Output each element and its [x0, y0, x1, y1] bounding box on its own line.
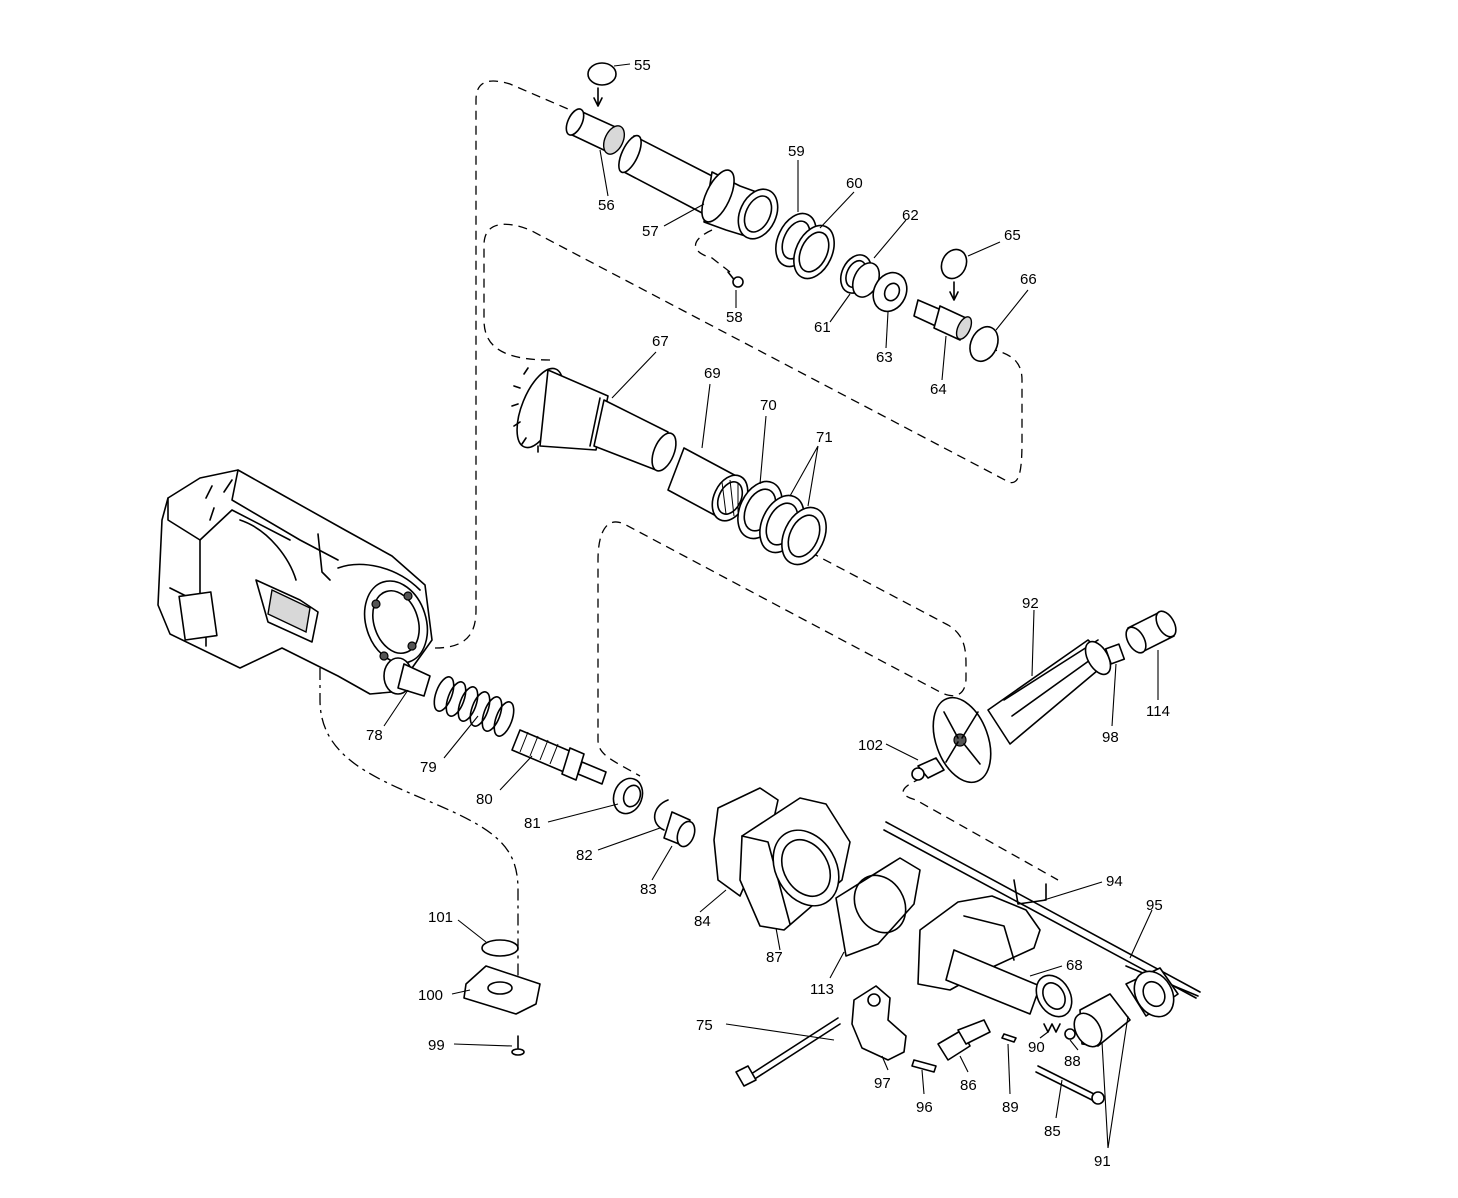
- label-60: 60: [846, 175, 863, 192]
- part-78-shaft-end: [383, 657, 431, 697]
- label-58: 58: [726, 309, 743, 326]
- part-97-clamp: [851, 985, 907, 1061]
- part-66-oring: [969, 325, 999, 363]
- assembly-path-gear-loop: [597, 521, 967, 777]
- label-95: 95: [1146, 897, 1163, 914]
- label-91: 91: [1094, 1153, 1111, 1170]
- label-85: 85: [1044, 1123, 1061, 1140]
- label-79: 79: [420, 759, 437, 776]
- label-68: 68: [1066, 957, 1083, 974]
- part-100-plate: [463, 965, 541, 1015]
- part-82-circlip: [653, 799, 669, 831]
- label-61: 61: [814, 319, 831, 336]
- part-71-washers: [759, 494, 827, 566]
- label-78: 78: [366, 727, 383, 744]
- part-55-oring: [587, 62, 617, 107]
- label-70: 70: [760, 397, 777, 414]
- part-90-spring: [1043, 1023, 1061, 1033]
- label-71: 71: [816, 429, 833, 446]
- label-65: 65: [1004, 227, 1021, 244]
- part-75-bolt: [735, 1017, 841, 1087]
- label-80: 80: [476, 791, 493, 808]
- part-61-62-bearing: [839, 254, 881, 298]
- label-86: 86: [960, 1077, 977, 1094]
- assembly-path-base: [319, 668, 519, 1010]
- part-89-pin: [1001, 1033, 1017, 1043]
- label-83: 83: [640, 881, 657, 898]
- label-97: 97: [874, 1075, 891, 1092]
- part-60-washer: [793, 224, 835, 280]
- part-68-cylinder-housing: [917, 895, 1073, 1018]
- label-55: 55: [634, 57, 651, 74]
- part-57-sleeve: [618, 134, 779, 240]
- part-85-screw: [1035, 1065, 1105, 1105]
- part-67-spindle: [511, 367, 677, 472]
- leader-lines: [383, 63, 1159, 1149]
- part-81-bearing: [612, 777, 644, 815]
- part-92-side-handle: [932, 639, 1112, 784]
- part-65-oring: [940, 248, 968, 301]
- part-101-oring: [481, 939, 519, 957]
- part-99-screw: [511, 1035, 525, 1056]
- assembly-path-sleeve-to-screw: [694, 229, 731, 273]
- part-102-stud: [911, 757, 945, 781]
- label-102: 102: [858, 737, 883, 754]
- part-79-spring: [433, 676, 515, 737]
- label-114: 114: [1146, 703, 1170, 720]
- part-64-bit-holder: [913, 299, 973, 341]
- label-62: 62: [902, 207, 919, 224]
- gear-housing: [157, 469, 433, 695]
- label-67: 67: [652, 333, 669, 350]
- label-113: 113: [810, 981, 834, 998]
- assembly-path-spindle-loop: [483, 223, 1023, 484]
- label-66: 66: [1020, 271, 1037, 288]
- label-56: 56: [598, 197, 615, 214]
- part-63-washer: [872, 271, 908, 313]
- part-56-cap: [565, 108, 626, 155]
- part-114-cap: [1125, 610, 1177, 654]
- label-98: 98: [1102, 729, 1119, 746]
- label-92: 92: [1022, 595, 1039, 612]
- part-58-screw: [727, 271, 744, 288]
- label-81: 81: [524, 815, 541, 832]
- label-59: 59: [788, 143, 805, 160]
- assembly-path-upper: [434, 80, 576, 649]
- label-90: 90: [1028, 1039, 1045, 1056]
- part-86-piston: [937, 1019, 991, 1061]
- label-69: 69: [704, 365, 721, 382]
- label-63: 63: [876, 349, 893, 366]
- label-57: 57: [642, 223, 659, 240]
- label-88: 88: [1064, 1053, 1081, 1070]
- assembly-path-lines: [319, 80, 1059, 1010]
- part-80-shaft: [511, 729, 607, 785]
- part-98-nut: [1104, 643, 1126, 665]
- assembly-path-handle: [902, 777, 1059, 881]
- part-labels: 55 56 57 58 59 60 61 62 63 64 65 66 67 6…: [366, 57, 1170, 1170]
- label-94: 94: [1106, 873, 1123, 890]
- label-99: 99: [428, 1037, 445, 1054]
- part-94-rod: [883, 821, 1201, 999]
- label-96: 96: [916, 1099, 933, 1116]
- part-88-ball: [1064, 1028, 1076, 1040]
- label-87: 87: [766, 949, 783, 966]
- label-84: 84: [694, 913, 711, 930]
- label-100: 100: [418, 987, 443, 1004]
- label-101: 101: [428, 909, 453, 926]
- part-83-pinion: [663, 811, 696, 848]
- part-91-sleeves: [1073, 967, 1179, 1048]
- label-64: 64: [930, 381, 947, 398]
- label-82: 82: [576, 847, 593, 864]
- part-87-gear-case: [739, 797, 851, 931]
- part-96-pin: [911, 1059, 937, 1073]
- label-89: 89: [1002, 1099, 1019, 1116]
- label-75: 75: [696, 1017, 713, 1034]
- part-113-gasket: [835, 857, 921, 957]
